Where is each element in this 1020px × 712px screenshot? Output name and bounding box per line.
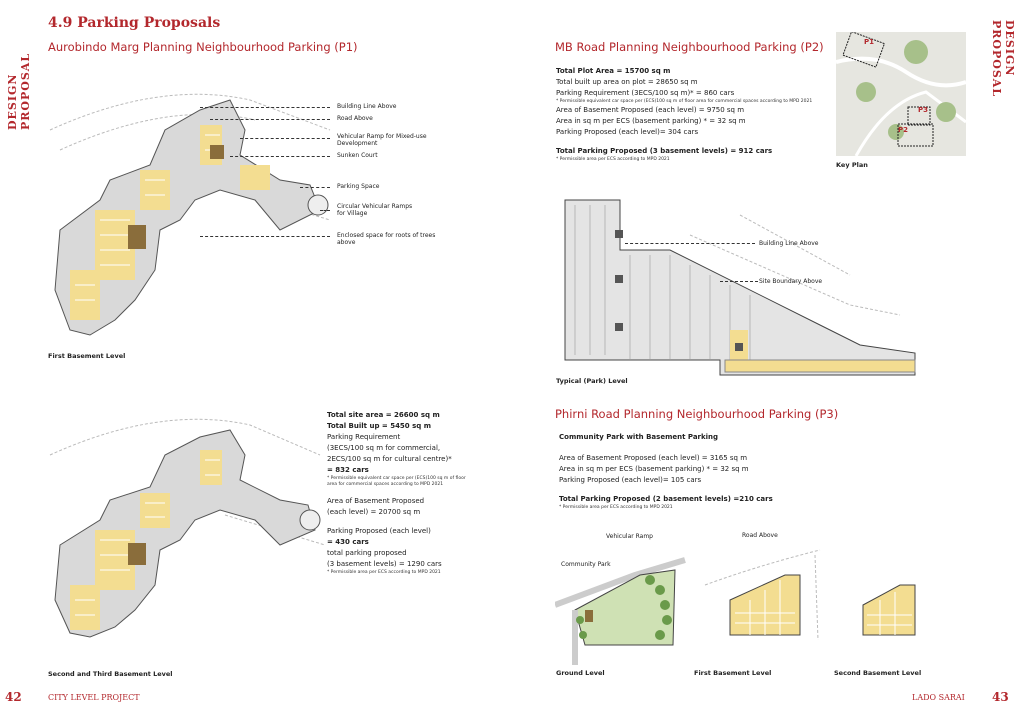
section-title: 4.9 Parking Proposals — [48, 15, 221, 31]
p3-stats: Community Park with Basement Parking Are… — [559, 432, 829, 511]
caption-ground-level: Ground Level — [556, 669, 605, 677]
ecs-area: Area in sq m per ECS (basement parking) … — [556, 117, 746, 125]
caption-second-third-basement: Second and Third Basement Level — [48, 670, 173, 678]
footnote: * Permissible area per ECS according to … — [556, 157, 670, 162]
footnote: * Permissible equivalent car space per (… — [327, 476, 466, 487]
callout-building-line: Building Line Above — [759, 240, 819, 247]
callout-building-line: Building Line Above — [337, 103, 397, 110]
p3-ground-level-plan — [555, 557, 686, 665]
total: Total Parking Proposed (3 basement level… — [556, 147, 773, 155]
callout-community-park: Community Park — [561, 561, 611, 568]
marker-p1: P1 — [864, 38, 874, 46]
built-up: Total Built up = 5450 sq m — [327, 422, 432, 430]
area-line: Area of Basement Proposed — [327, 497, 425, 505]
key-plan-caption: Key Plan — [836, 161, 868, 169]
leader-line — [720, 281, 758, 282]
site-area: Total site area = 26600 sq m — [327, 411, 440, 419]
req-value: = 832 cars — [327, 466, 369, 474]
leader-line — [320, 210, 330, 211]
footnote: * Permissible equivalent car space per (… — [556, 99, 813, 104]
key-plan-map: P1 P2 P3 — [836, 32, 966, 156]
p2-stats: Total Plot Area = 15700 sq m Total built… — [556, 66, 826, 163]
footnote: * Permissible area per ECS according to … — [327, 570, 441, 575]
leader-line — [200, 236, 330, 237]
callout-enclosed-space: Enclosed space for roots of trees above — [337, 232, 436, 246]
area-value: (each level) = 20700 sq m — [327, 508, 421, 516]
callout-circular-ramps: Circular Vehicular Ramps for Village — [337, 203, 413, 217]
callout-vehicular-ramp: Vehicular Ramp — [606, 533, 653, 540]
side-label-right: DESIGN PROPOSAL — [990, 20, 1016, 98]
p1-second-basement-plan — [49, 418, 326, 638]
plot-area: Total Plot Area = 15700 sq m — [556, 67, 671, 75]
callout-road-above: Road Above — [742, 532, 778, 539]
page-number-right: 43 — [992, 690, 1009, 704]
req-line: 2ECS/100 sq m for cultural centre)* — [327, 455, 452, 463]
proposed-value: = 430 cars — [327, 538, 369, 546]
callout-vehicular-ramp: Vehicular Ramp for Mixed-use Development — [337, 133, 427, 147]
p2-title: MB Road Planning Neighbourhood Parking (… — [555, 40, 824, 54]
p3-second-basement-plan — [862, 584, 916, 636]
callout-site-boundary: Site Boundary Above — [759, 278, 823, 285]
callout-parking-space: Parking Space — [337, 183, 380, 190]
requirement: Parking Requirement (3ECS/100 sq m)* = 8… — [556, 89, 735, 97]
footnote: * Permissible area per ECS according to … — [559, 505, 673, 510]
proposed: Parking Proposed (each level)= 105 cars — [559, 476, 702, 484]
total-value: (3 basement levels) = 1290 cars — [327, 560, 442, 568]
p1-first-basement-plan — [49, 93, 331, 336]
footer-left-text: CITY LEVEL PROJECT — [48, 693, 140, 702]
proposed: Parking Proposed (each level)= 304 cars — [556, 128, 699, 136]
footer-right-text: LADO SARAI — [912, 693, 965, 702]
marker-p2: P2 — [898, 126, 908, 134]
leader-line — [230, 156, 330, 157]
caption-first-basement: First Basement Level — [694, 669, 772, 677]
leader-line — [625, 243, 755, 244]
page-number-left: 42 — [5, 690, 22, 704]
p1-stats: Total site area = 26600 sq m Total Built… — [327, 410, 467, 576]
req-line: (3ECS/100 sq m for commercial, — [327, 444, 441, 452]
basement-area: Area of Basement Proposed (each level) =… — [559, 454, 748, 462]
marker-p3: P3 — [918, 106, 928, 114]
parking-requirement: Parking Requirement — [327, 433, 401, 441]
p3-title: Phirni Road Planning Neighbourhood Parki… — [555, 407, 839, 421]
p3-subtitle: Community Park with Basement Parking — [559, 433, 719, 441]
basement-area: Area of Basement Proposed (each level) =… — [556, 106, 745, 114]
p2-typical-level-plan — [564, 199, 916, 376]
leader-line — [200, 107, 330, 108]
caption-second-basement: Second Basement Level — [834, 669, 922, 677]
callout-road-above: Road Above — [337, 115, 373, 122]
leader-line — [210, 119, 330, 120]
callout-sunken-court: Sunken Court — [337, 152, 378, 159]
p1-title: Aurobindo Marg Planning Neighbourhood Pa… — [48, 40, 358, 54]
side-label-left: DESIGN PROPOSAL — [6, 52, 32, 130]
built-up: Total built up area on plot = 28650 sq m — [556, 78, 698, 86]
ecs-area: Area in sq m per ECS (basement parking) … — [559, 465, 749, 473]
p3-first-basement-plan — [704, 549, 821, 640]
total: Total Parking Proposed (2 basement level… — [559, 495, 773, 503]
leader-line — [240, 138, 330, 139]
leader-line — [300, 187, 330, 188]
caption-first-basement: First Basement Level — [48, 352, 126, 360]
proposed-line: Parking Proposed (each level) — [327, 527, 431, 535]
p2-caption: Typical (Park) Level — [556, 377, 628, 385]
total-line: total parking proposed — [327, 549, 407, 557]
